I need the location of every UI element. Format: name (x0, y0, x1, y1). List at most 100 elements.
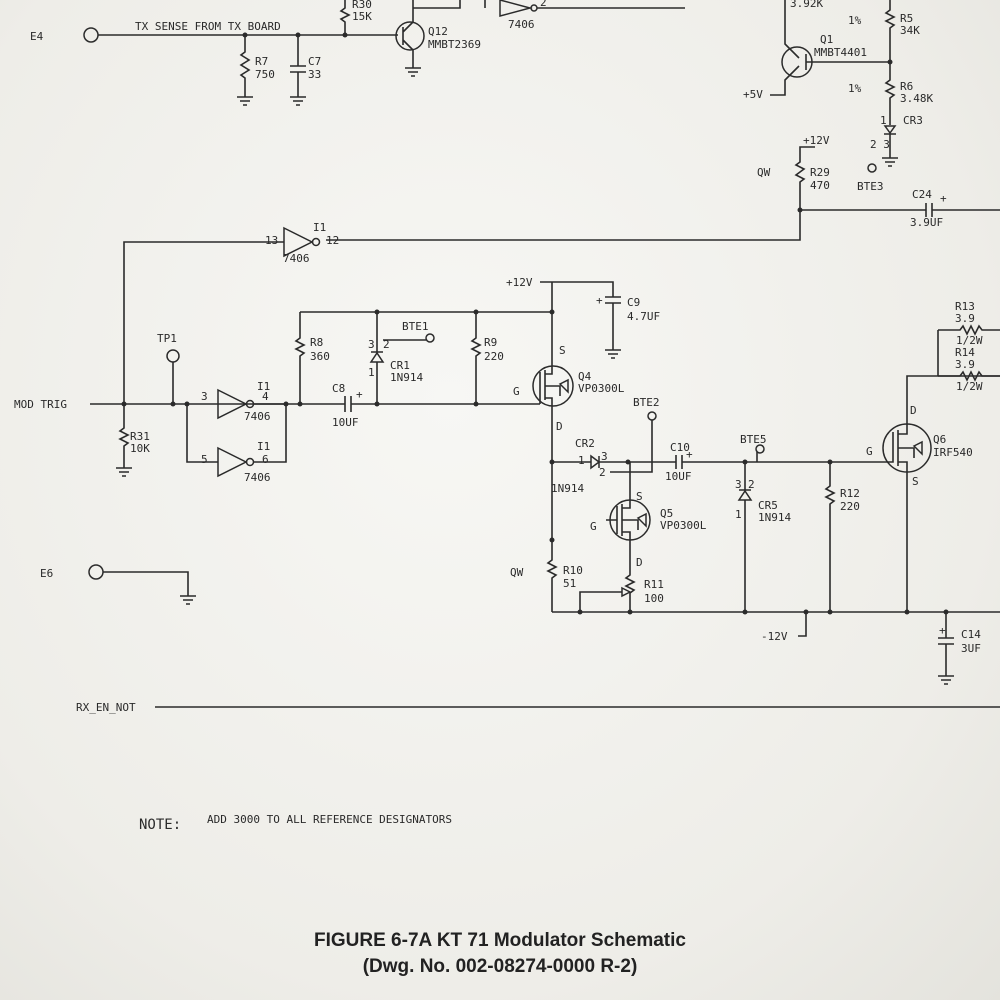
c10-plus: + (686, 448, 693, 461)
r8-value: 360 (310, 350, 330, 363)
resistor-r31 (116, 404, 132, 477)
q4-s: S (559, 344, 566, 357)
r5-name: R5 (900, 12, 913, 25)
q5-s: S (636, 490, 643, 503)
mosfet-q4 (532, 365, 574, 407)
pct-label-2: 1% (848, 82, 862, 95)
plus5v-label: +5V (743, 88, 763, 101)
r30-name: R30 (352, 0, 372, 11)
r30-value: 15K (352, 10, 372, 23)
bte5-pad (755, 444, 765, 454)
cr2-pin3: 3 (601, 450, 608, 463)
i1c-name: I1 (257, 440, 270, 453)
resistor-r10 (546, 462, 558, 612)
r31-value: 10K (130, 442, 150, 455)
r6-value: 3.48K (900, 92, 933, 105)
r9-name: R9 (484, 336, 497, 349)
r12-value: 220 (840, 500, 860, 513)
r8-name: R8 (310, 336, 323, 349)
q6-g: G (866, 445, 873, 458)
q6-name: Q6 (933, 433, 946, 446)
cr1-name: CR1 (390, 359, 410, 372)
i1b-name: I1 (257, 380, 270, 393)
cr5-name: CR5 (758, 499, 778, 512)
diode-cr5 (737, 489, 753, 501)
c7-name: C7 (308, 55, 321, 68)
r9-value: 220 (484, 350, 504, 363)
c8-plus: + (356, 388, 363, 401)
c10-name: C10 (670, 441, 690, 454)
diode-cr1 (369, 351, 385, 363)
pct-label-1: 1% (848, 14, 862, 27)
bte5-label: BTE5 (740, 433, 767, 446)
resistor-r29 (794, 146, 815, 210)
q5-name: Q5 (660, 507, 673, 520)
c8-value: 10UF (332, 416, 359, 429)
tp1-pad (166, 349, 180, 363)
qw-label-a: QW (757, 166, 771, 179)
r13-name: R13 (955, 300, 975, 313)
tp1-label: TP1 (157, 332, 177, 345)
r5-value: 34K (900, 24, 920, 37)
cr3-pin1: 1 (880, 114, 887, 127)
cr1-pin2: 2 (383, 338, 390, 351)
q6-s: S (912, 475, 919, 488)
i1-name: I1 (313, 221, 326, 234)
drive-wire (552, 455, 883, 469)
ground-q12 (405, 67, 421, 77)
rx-en-not-label: RX_EN_NOT (76, 701, 136, 714)
resistors-r5-r6 (884, 0, 896, 125)
tx-sense-section: E4 TX SENSE FROM TX BOARD R7 750 C7 33 R… (30, 0, 685, 106)
inverter-i1-bottom (217, 446, 248, 478)
r29-value: 470 (810, 179, 830, 192)
c10-value: 10UF (665, 470, 692, 483)
c24-name: C24 (912, 188, 932, 201)
r14-watt: 1/2W (956, 380, 983, 393)
figure-caption-drawing-number: (Dwg. No. 002-08274-0000 R-2) (362, 956, 638, 977)
bte1-label: BTE1 (402, 320, 429, 333)
terminal-e4 (83, 27, 99, 43)
pin-2-label: 2 (540, 0, 547, 9)
r14-value: 3.9 (955, 358, 975, 371)
capacitor-c14 (938, 612, 954, 685)
bte2-pad (647, 411, 657, 421)
e6-rx-section: E6 RX_EN_NOT (40, 564, 1000, 714)
r11-value: 100 (644, 592, 664, 605)
q5-section: CR2 1 3 2 1N914 BTE2 C10 + 10UF S G D Q5… (510, 396, 883, 612)
q6-section: 3 2 1 CR5 1N914 BTE5 R12 220 D G S Q6 IR… (552, 300, 1000, 685)
qw-label-b: QW (510, 566, 524, 579)
capacitor-c9 (540, 281, 621, 359)
r31-name: R31 (130, 430, 150, 443)
note-section: NOTE: ADD 3000 TO ALL REFERENCE DESIGNAT… (139, 813, 452, 833)
c9-plus: + (596, 294, 603, 307)
c9-name: C9 (627, 296, 640, 309)
r29-name: R29 (810, 166, 830, 179)
cr2-part: 1N914 (551, 482, 584, 495)
ground-c7 (290, 96, 306, 106)
cr1-pin3: 3 (368, 338, 375, 351)
r7-value: 750 (255, 68, 275, 81)
q5-part: VP0300L (660, 519, 707, 532)
cr2-pin2: 2 (599, 466, 606, 479)
q4-g: G (513, 385, 520, 398)
resistor-r8 (294, 312, 306, 404)
capacitor-c24 (800, 203, 1000, 217)
r6-name: R6 (900, 80, 913, 93)
minus12v-label: -12V (761, 630, 788, 643)
bte3-label: BTE3 (857, 180, 884, 193)
cr3-name: CR3 (903, 114, 923, 127)
r10-name: R10 (563, 564, 583, 577)
pin-13: 13 (265, 234, 278, 247)
c14-value: 3UF (961, 642, 981, 655)
q12-name: Q12 (428, 25, 448, 38)
c24-plus: + (940, 192, 947, 205)
pin-6: 6 (262, 453, 269, 466)
pin-12: 12 (326, 234, 339, 247)
label-tx-sense: TX SENSE FROM TX BOARD (135, 20, 281, 33)
note-label: NOTE: (139, 817, 181, 833)
q1-part: MMBT4401 (814, 46, 867, 59)
cr5-part: 1N914 (758, 511, 791, 524)
resistor-r30 (339, 0, 351, 35)
